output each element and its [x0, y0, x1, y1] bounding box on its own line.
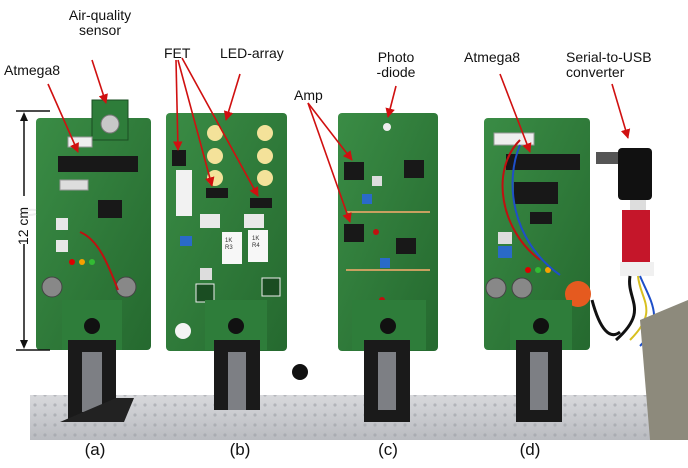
label-atmega8-left: Atmega8 [4, 62, 61, 78]
stand-d [516, 340, 562, 422]
label-air-quality-sensor: Air-quality sensor [68, 7, 132, 38]
label-led-array: LED-array [220, 45, 284, 61]
photodiode [383, 123, 391, 131]
stand-a [60, 340, 134, 422]
label-fet: FET [164, 45, 191, 61]
annotation-arrows [47, 57, 631, 223]
subfigure-label-b: (b) [229, 440, 251, 459]
scale-bar [16, 110, 50, 351]
board-d [484, 118, 591, 350]
stand-b [214, 340, 260, 410]
table-post [292, 364, 308, 380]
board-a [23, 99, 151, 350]
label-amp: Amp [294, 87, 323, 103]
atmega8-chip-a [58, 156, 138, 172]
resistor-marking-2: 1K R4 [252, 236, 260, 249]
resistor-marking-1: 1K R3 [225, 238, 233, 251]
subfigure-label-d: (d) [519, 440, 541, 459]
stand-c [364, 340, 410, 422]
atmega8-chip-d [506, 154, 580, 170]
serial-usb-converter [596, 148, 688, 440]
board-c [338, 113, 438, 351]
label-photo-diode: Photo -diode [376, 49, 416, 80]
subfigure-label-a: (a) [84, 440, 106, 459]
board-b [166, 113, 287, 351]
label-serial-usb: Serial-to-USB converter [566, 49, 652, 80]
scale-label: 12 cm [15, 206, 31, 246]
subfigure-label-c: (c) [378, 440, 398, 459]
label-atmega8-right: Atmega8 [464, 49, 521, 65]
